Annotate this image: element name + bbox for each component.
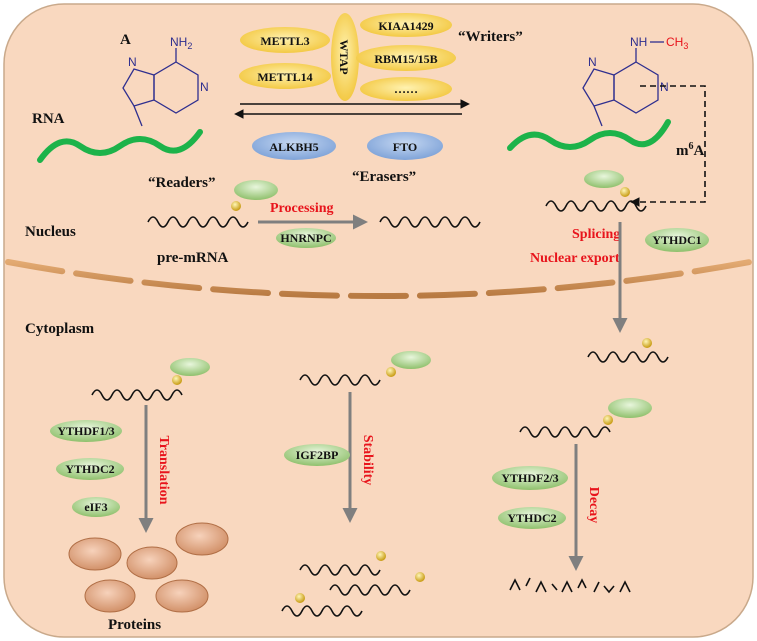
nucleus-label: Nucleus bbox=[25, 224, 76, 240]
m6a-dashed-arrow bbox=[630, 85, 706, 207]
svg-text:ALKBH5: ALKBH5 bbox=[269, 140, 318, 154]
reader-protein bbox=[584, 170, 624, 188]
ythdf13-pill bbox=[50, 420, 122, 442]
m6a-mrna-strand-nucleus bbox=[545, 200, 647, 212]
stability-mrna-strand bbox=[299, 374, 381, 386]
rna-strand-right bbox=[507, 119, 671, 151]
svg-text:N: N bbox=[200, 80, 209, 94]
adenine-structure: NH2 N N bbox=[122, 35, 209, 127]
decay-mrna-strand bbox=[519, 426, 611, 438]
svg-text:NH: NH bbox=[630, 35, 647, 49]
svg-text:N: N bbox=[660, 80, 669, 94]
cell-background bbox=[3, 3, 754, 638]
igf2bp-pill bbox=[284, 444, 350, 466]
eif3-pill bbox=[72, 497, 120, 517]
ythdf23-pill bbox=[492, 466, 568, 490]
nuclear-export-label: Nuclear export bbox=[530, 251, 620, 266]
translation-mrna-strand bbox=[91, 389, 183, 401]
reader-protein bbox=[234, 180, 278, 200]
protein-products bbox=[68, 522, 229, 613]
m6a-mark bbox=[231, 201, 241, 211]
svg-text:HNRNPC: HNRNPC bbox=[280, 231, 331, 245]
panel-label: A bbox=[120, 32, 131, 48]
hnrnpc-pill bbox=[276, 228, 336, 248]
m6a-mark bbox=[386, 367, 396, 377]
writer-complex: METTL3 METTL14 WTAP KIAA1429 RBM15/15B …… bbox=[239, 13, 456, 101]
splicing-label: Splicing bbox=[572, 227, 620, 242]
rna-label: RNA bbox=[32, 111, 65, 127]
svg-text:IGF2BP: IGF2BP bbox=[296, 448, 339, 462]
svg-text:N: N bbox=[588, 55, 597, 69]
svg-text:YTHDF2/3: YTHDF2/3 bbox=[501, 471, 558, 485]
svg-text:YTHDF1/3: YTHDF1/3 bbox=[57, 424, 114, 438]
degraded-mrna-fragments bbox=[509, 577, 631, 594]
ythdc2-pill-decay bbox=[498, 507, 566, 529]
pre-mrna-label: pre-mRNA bbox=[157, 250, 229, 266]
mature-mrna-strand bbox=[379, 216, 481, 228]
exported-mrna-strand bbox=[587, 351, 669, 363]
ythdc1-pill bbox=[645, 228, 709, 252]
proteins-label: Proteins bbox=[108, 617, 161, 633]
reader-protein bbox=[391, 351, 431, 369]
svg-text:WTAP: WTAP bbox=[337, 39, 351, 74]
svg-text:YTHDC2: YTHDC2 bbox=[507, 511, 556, 525]
stability-label: Stability bbox=[360, 435, 375, 486]
cytoplasm-label: Cytoplasm bbox=[25, 321, 95, 337]
svg-text:METTL3: METTL3 bbox=[260, 34, 309, 48]
decay-label: Decay bbox=[586, 487, 601, 524]
svg-text:NH2: NH2 bbox=[170, 35, 192, 51]
m6a-mark bbox=[603, 415, 613, 425]
ythdc2-pill-translation bbox=[56, 458, 124, 480]
m6a-mark bbox=[642, 338, 652, 348]
m6a-adenine-structure: NH CH3 N N bbox=[582, 35, 688, 127]
svg-text:eIF3: eIF3 bbox=[84, 500, 107, 514]
svg-text:METTL14: METTL14 bbox=[257, 70, 312, 84]
svg-text:FTO: FTO bbox=[393, 140, 417, 154]
readers-label: “Readers” bbox=[148, 175, 216, 191]
svg-text:……: …… bbox=[394, 82, 418, 96]
writers-label: “Writers” bbox=[458, 29, 523, 45]
svg-text:CH3: CH3 bbox=[666, 35, 688, 51]
svg-text:KIAA1429: KIAA1429 bbox=[378, 19, 433, 33]
stabilized-mrna-strands bbox=[281, 551, 425, 617]
rna-strand-left bbox=[37, 129, 203, 163]
m6a-mark bbox=[620, 187, 630, 197]
svg-text:YTHDC1: YTHDC1 bbox=[652, 233, 701, 247]
pre-mrna-strand bbox=[147, 216, 249, 228]
translation-label: Translation bbox=[156, 436, 171, 505]
svg-text:RBM15/15B: RBM15/15B bbox=[374, 52, 437, 66]
reader-protein bbox=[170, 358, 210, 376]
eraser-proteins: ALKBH5 FTO bbox=[252, 132, 443, 160]
erasers-label: “Erasers” bbox=[352, 169, 416, 185]
svg-text:YTHDC2: YTHDC2 bbox=[65, 462, 114, 476]
nuclear-membrane bbox=[5, 259, 753, 299]
svg-text:N: N bbox=[128, 55, 137, 69]
m6a-label: m6A bbox=[676, 141, 705, 159]
reader-protein bbox=[608, 398, 652, 418]
processing-label: Processing bbox=[270, 201, 334, 216]
m6a-mark bbox=[172, 375, 182, 385]
